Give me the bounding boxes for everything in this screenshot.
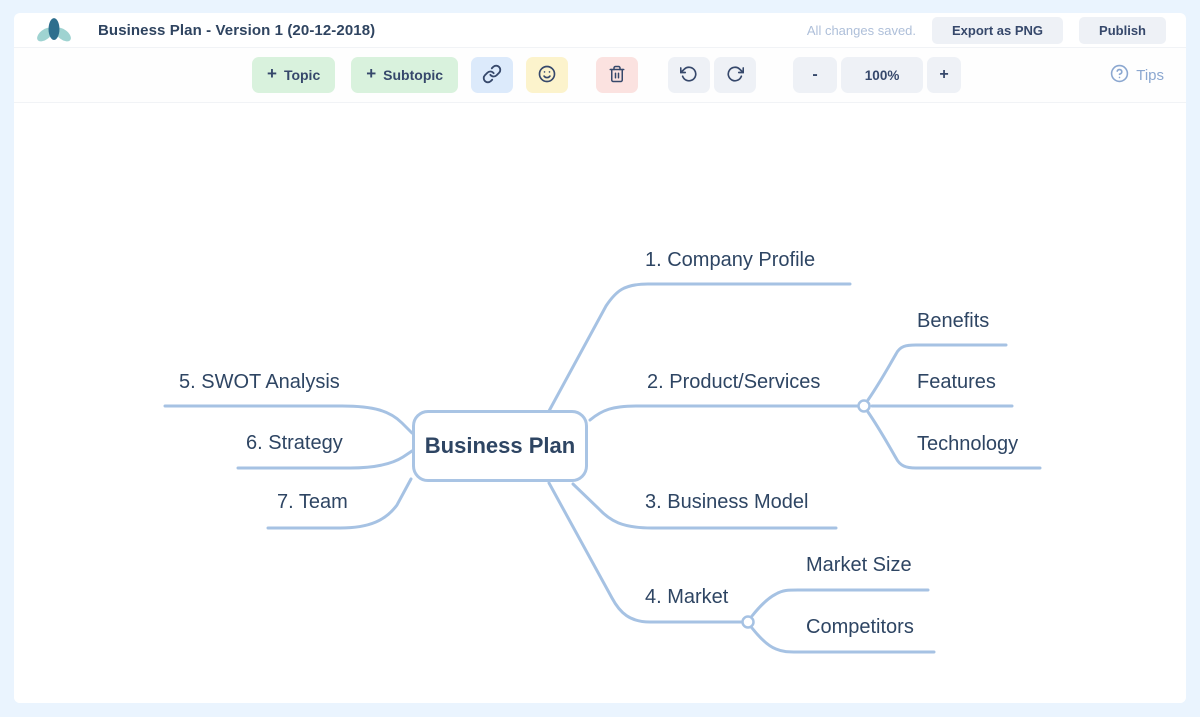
trash-icon bbox=[608, 65, 626, 86]
save-status: All changes saved. bbox=[806, 22, 917, 38]
insert-emoji-button[interactable] bbox=[526, 57, 569, 93]
top-bar: Business Plan - Version 1 (20-12-2018) A… bbox=[14, 13, 1186, 47]
mindmap: Business Plan 1. Company Profile 2. Prod… bbox=[14, 104, 1186, 703]
subtopic-market-size[interactable]: Market Size bbox=[806, 554, 912, 576]
lotus-leaf-logo bbox=[34, 16, 74, 44]
zoom-in-button[interactable]: + bbox=[927, 57, 962, 93]
tips-button[interactable]: Tips bbox=[1110, 64, 1164, 87]
document-title[interactable]: Business Plan - Version 1 (20-12-2018) bbox=[98, 21, 376, 39]
connection-line bbox=[547, 282, 852, 413]
delete-button[interactable] bbox=[596, 57, 639, 93]
add-topic-button[interactable]: + Topic bbox=[252, 57, 336, 93]
topic-business-model[interactable]: 3. Business Model bbox=[645, 491, 809, 513]
top-bar-actions: All changes saved. Export as PNG Publish bbox=[806, 16, 1166, 44]
topic-product-services[interactable]: 2. Product/Services bbox=[647, 371, 821, 393]
connection-line bbox=[750, 588, 930, 618]
mindmap-canvas[interactable]: Business Plan 1. Company Profile 2. Prod… bbox=[14, 104, 1186, 703]
root-topic-node[interactable]: Business Plan bbox=[412, 410, 588, 482]
branch-connector-dot bbox=[857, 399, 871, 413]
export-png-button[interactable]: Export as PNG bbox=[932, 16, 1064, 44]
topic-market[interactable]: 4. Market bbox=[645, 586, 729, 608]
connection-line bbox=[866, 343, 1008, 402]
connection-line bbox=[750, 626, 936, 654]
add-subtopic-label: Subtopic bbox=[383, 67, 444, 83]
topic-company-profile[interactable]: 1. Company Profile bbox=[645, 249, 816, 271]
plus-icon: + bbox=[366, 64, 377, 83]
undo-button[interactable] bbox=[668, 57, 711, 93]
zoom-out-button[interactable]: - bbox=[793, 57, 838, 93]
toolbar: + Topic + Subtopic bbox=[14, 47, 1186, 103]
zoom-level-display[interactable]: 100% bbox=[841, 57, 924, 93]
topic-strategy[interactable]: 6. Strategy bbox=[246, 432, 343, 454]
undo-arrow-icon bbox=[679, 65, 698, 86]
connection-line bbox=[588, 404, 860, 422]
topic-team[interactable]: 7. Team bbox=[277, 491, 348, 513]
plus-icon: + bbox=[267, 64, 277, 83]
connection-line bbox=[266, 477, 413, 530]
smiley-icon bbox=[537, 64, 557, 87]
redo-arrow-icon bbox=[726, 65, 745, 86]
connection-line bbox=[571, 482, 838, 530]
subtopic-competitors[interactable]: Competitors bbox=[806, 616, 914, 638]
connection-line bbox=[866, 410, 1042, 470]
subtopic-features[interactable]: Features bbox=[917, 371, 996, 393]
connection-line bbox=[547, 481, 744, 624]
connection-line bbox=[163, 404, 414, 435]
publish-button[interactable]: Publish bbox=[1079, 16, 1166, 44]
topic-swot-analysis[interactable]: 5. SWOT Analysis bbox=[179, 371, 340, 393]
app-card: Business Plan - Version 1 (20-12-2018) A… bbox=[14, 13, 1186, 703]
subtopic-benefits[interactable]: Benefits bbox=[917, 310, 990, 332]
add-subtopic-button[interactable]: + Subtopic bbox=[351, 57, 459, 93]
question-circle-icon bbox=[1110, 64, 1129, 87]
link-icon bbox=[482, 64, 502, 87]
add-topic-label: Topic bbox=[283, 67, 321, 83]
tips-label: Tips bbox=[1136, 66, 1164, 84]
insert-link-button[interactable] bbox=[471, 57, 514, 93]
branch-connector-dot bbox=[741, 615, 755, 629]
redo-button[interactable] bbox=[714, 57, 757, 93]
subtopic-technology[interactable]: Technology bbox=[917, 433, 1019, 455]
connection-line bbox=[236, 449, 414, 470]
